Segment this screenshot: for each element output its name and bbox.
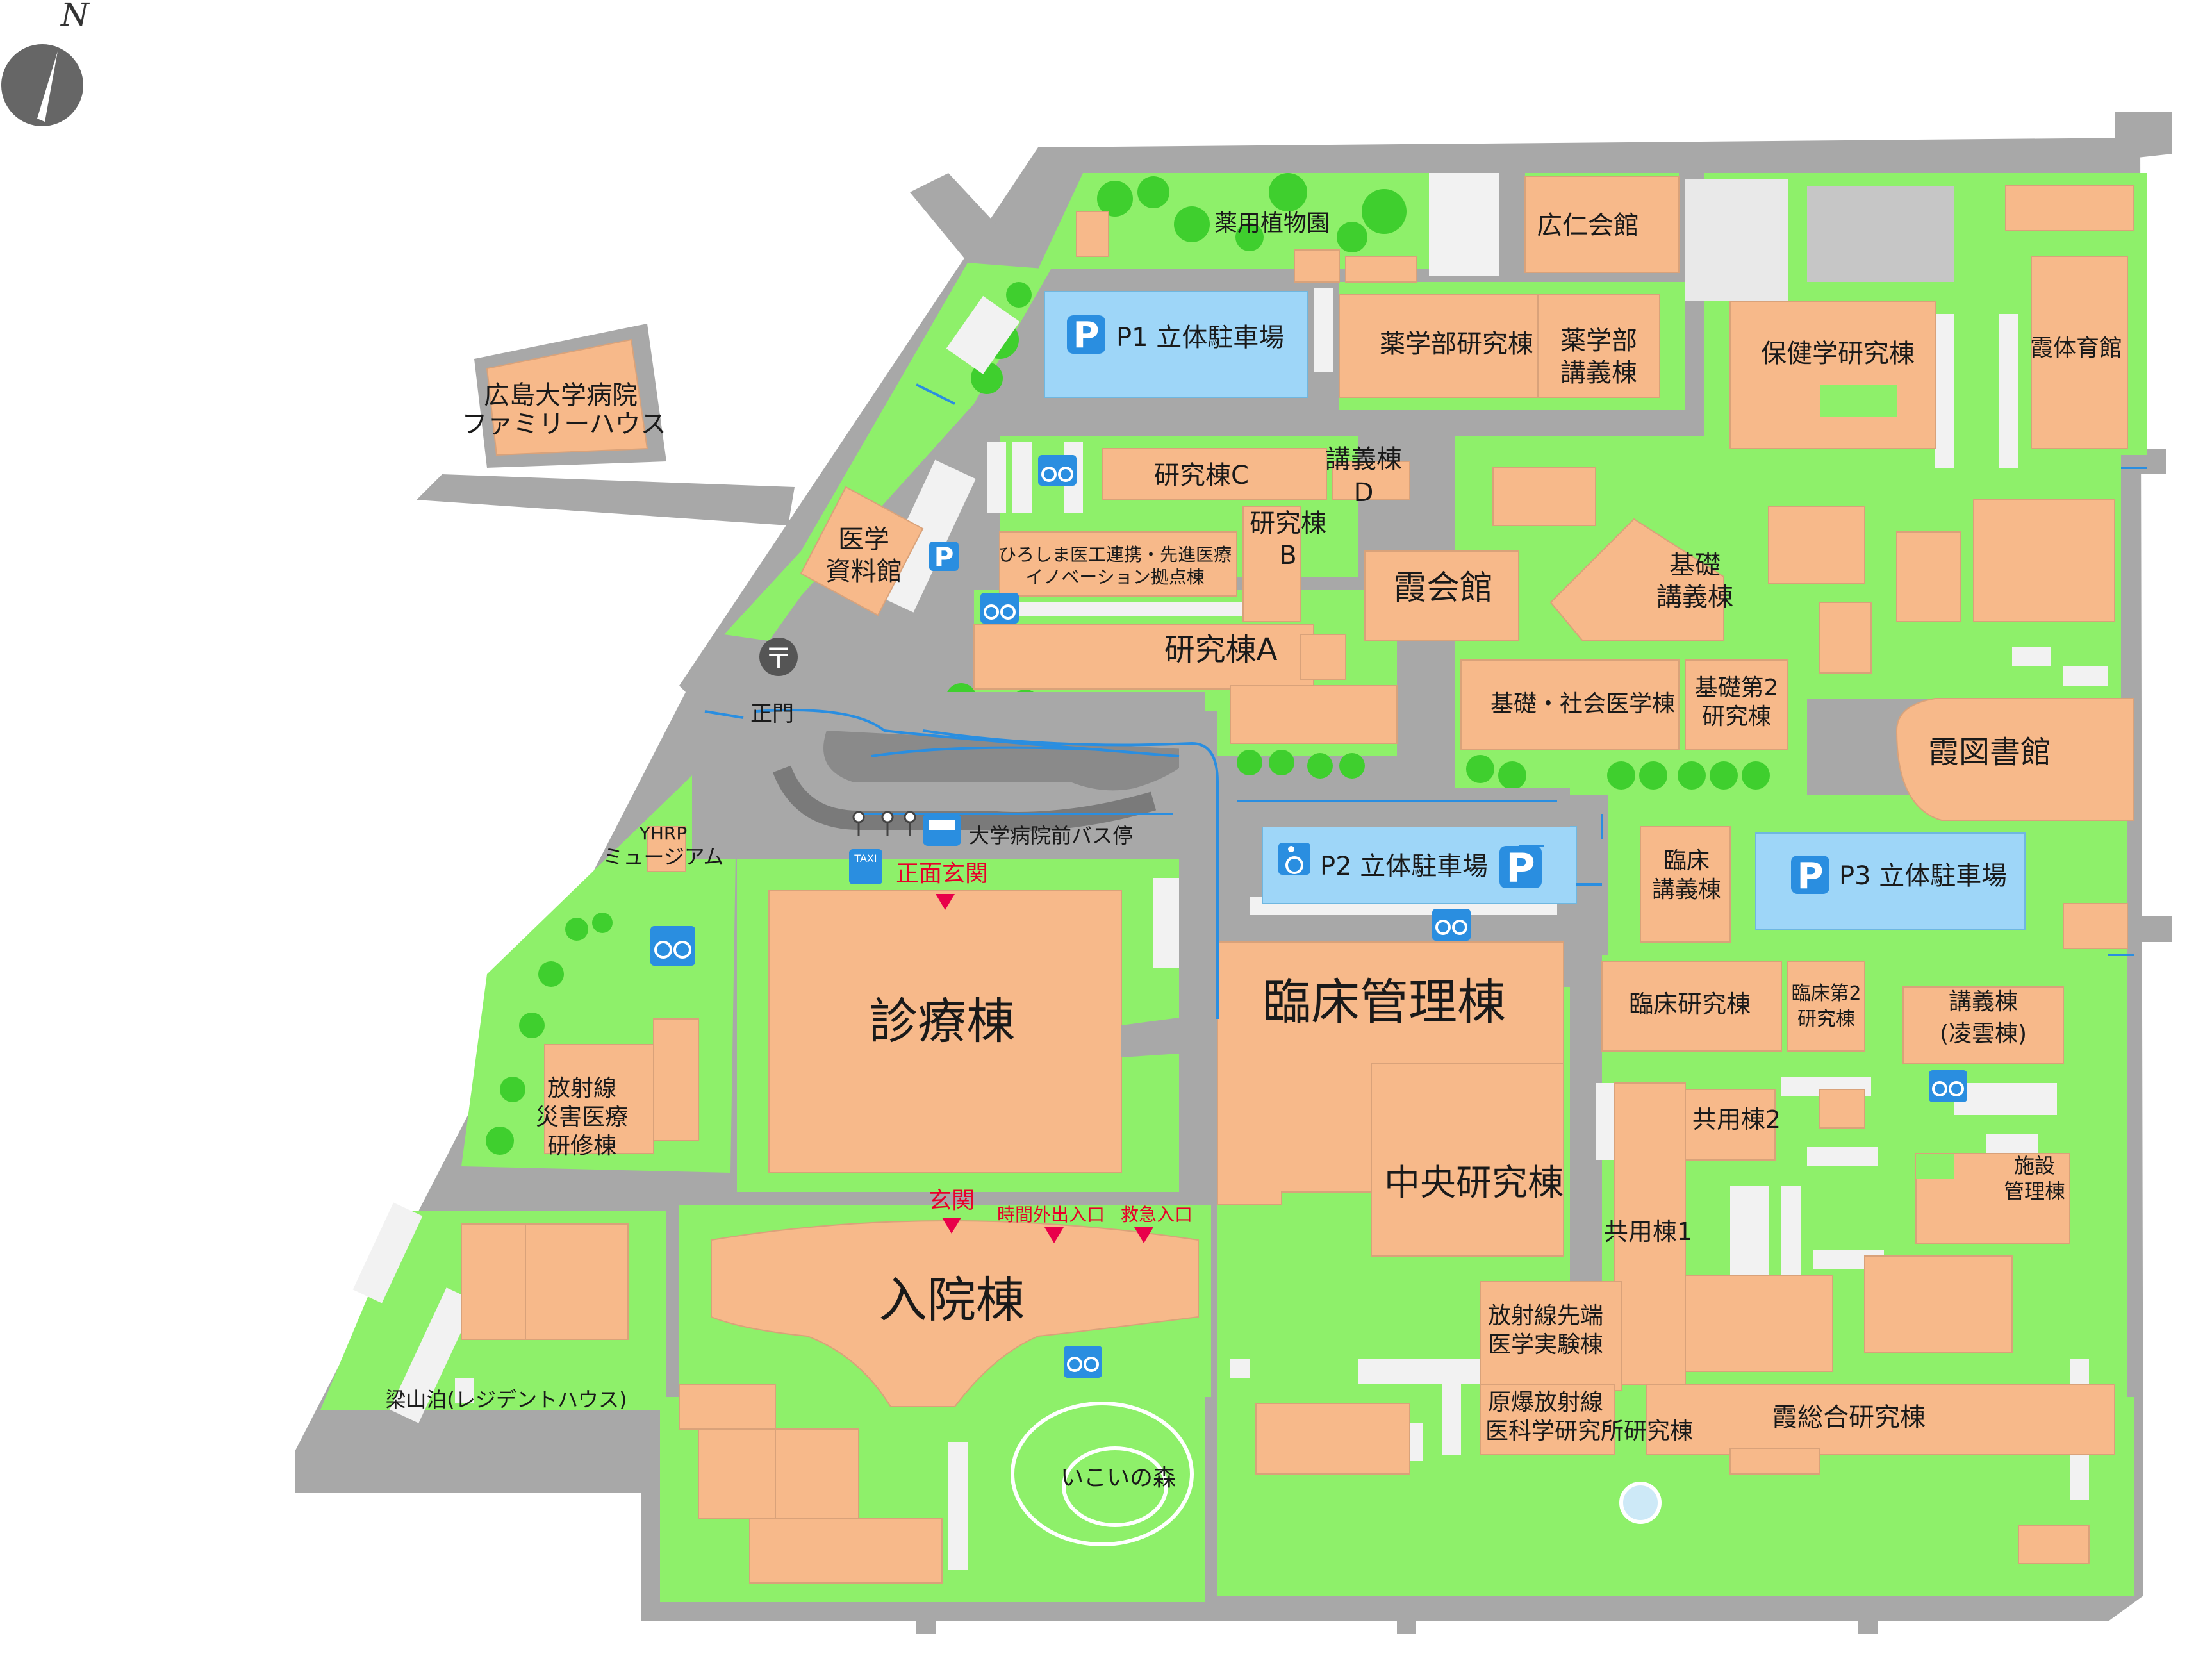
label-ryounto-2: (凌雲棟) — [1940, 1021, 2027, 1047]
svg-text:P: P — [1797, 856, 1823, 897]
label-jikangai: 時間外出入口 — [997, 1204, 1105, 1225]
bicycle-icon — [1064, 1346, 1102, 1378]
label-rinsho-ken: 臨床研究棟 — [1629, 990, 1751, 1018]
label-rinsho-kanri: 臨床管理棟 — [1262, 973, 1506, 1030]
label-igaku-2: 資料館 — [825, 557, 902, 586]
label-rinsho2-2: 研究棟 — [1797, 1008, 1855, 1030]
label-kogiD-1: 講義棟 — [1325, 445, 1402, 474]
label-kasumi-tai: 霞体育館 — [2030, 335, 2122, 361]
label-shinryo: 診療棟 — [869, 993, 1015, 1050]
ikoi-forest-paths — [1011, 1402, 1194, 1546]
label-kyoyo2: 共用棟2 — [1692, 1105, 1781, 1134]
label-yakugaku-kogi-2: 講義棟 — [1560, 358, 1637, 388]
taxi-icon: TAXI — [849, 849, 882, 884]
compass-label: N — [60, 0, 90, 33]
parking-icon: P — [1499, 845, 1542, 891]
svg-text:〒: 〒 — [764, 642, 793, 675]
label-shomen: 正面玄関 — [896, 861, 988, 887]
parking-icon: P — [929, 542, 959, 573]
label-kiso2-1: 基礎第2 — [1695, 675, 1779, 701]
label-kenC: 研究棟C — [1154, 461, 1249, 490]
label-kyoyo1: 共用棟1 — [1604, 1218, 1692, 1246]
label-hokengaku: 保健学研究棟 — [1761, 339, 1915, 368]
label-library: 霞図書館 — [1928, 734, 2051, 770]
label-nyuin: 入院棟 — [879, 1271, 1025, 1328]
label-genkan: 玄関 — [929, 1187, 975, 1214]
bicycle-icon — [1432, 909, 1471, 941]
label-genbaku-2: 医科学研究所研究棟 — [1485, 1418, 1693, 1444]
label-chuo: 中央研究棟 — [1384, 1162, 1564, 1204]
bicycle-icon — [980, 593, 1019, 624]
label-family-1: 広島大学病院 — [484, 381, 638, 410]
compass-icon: N — [1, 0, 90, 126]
parking-structures — [1044, 291, 2026, 930]
label-kasumi-sogo: 霞総合研究棟 — [1772, 1403, 1926, 1432]
svg-text:P: P — [934, 542, 954, 573]
label-igaku-1: 医学 — [838, 525, 889, 554]
label-rinsho-kogi-1: 臨床 — [1663, 848, 1710, 874]
label-yakuyo: 薬用植物園 — [1214, 210, 1330, 236]
post-office-icon: 〒 — [759, 638, 798, 676]
label-kenB-2: B — [1279, 541, 1296, 570]
buildings — [461, 176, 2134, 1584]
label-hoshasen-sentan-1: 放射線先端 — [1488, 1303, 1603, 1329]
label-rinsho-kogi-2: 講義棟 — [1652, 877, 1721, 903]
label-shisetsu-1: 施設 — [2014, 1154, 2055, 1178]
label-hoshasen-1: 放射線 — [547, 1075, 616, 1102]
label-kiso-kogi-2: 講義棟 — [1656, 583, 1733, 612]
traffic-flow-arrows — [704, 383, 2147, 1019]
label-hoshasen-sentan-2: 医学実験棟 — [1488, 1332, 1603, 1358]
label-innov-1: ひろしま医工連携・先進医療 — [998, 544, 1232, 565]
label-kogiD-2: D — [1354, 478, 1374, 508]
label-hoshasen-3: 研修棟 — [547, 1133, 616, 1159]
label-busstop: 大学病院前バス停 — [969, 823, 1133, 848]
svg-text:P: P — [1506, 845, 1535, 891]
wheelchair-icon — [1278, 843, 1310, 875]
bus-icon — [923, 814, 961, 846]
label-family-2: ファミリーハウス — [461, 409, 666, 439]
label-kiso-kogi-1: 基礎 — [1669, 550, 1721, 580]
entrance-marker-icon — [936, 894, 1153, 1243]
label-kenA: 研究棟A — [1164, 632, 1278, 668]
label-yakugaku-ken: 薬学部研究棟 — [1380, 329, 1533, 359]
label-kojinkan: 広仁会館 — [1537, 211, 1639, 240]
label-hoshasen-2: 災害医療 — [536, 1104, 628, 1130]
label-kenB-1: 研究棟 — [1250, 509, 1326, 538]
label-kyukyu: 救急入口 — [1121, 1204, 1193, 1225]
label-p2: P2 立体駐車場 — [1320, 852, 1488, 881]
label-kiso2-2: 研究棟 — [1702, 704, 1771, 730]
label-seimon: 正門 — [750, 701, 794, 727]
label-shisetsu-2: 管理棟 — [2004, 1179, 2065, 1203]
bicycle-icon — [1038, 455, 1077, 486]
label-ryounto-1: 講義棟 — [1949, 989, 2018, 1015]
bus-stop-poles — [852, 811, 916, 836]
taxi-label: TAXI — [854, 852, 877, 864]
family-house-area — [474, 324, 666, 468]
pond — [1619, 1482, 1662, 1524]
svg-text:P: P — [1073, 315, 1099, 356]
parking-icon: P — [1791, 856, 1829, 897]
label-ikoi: いこいの森 — [1061, 1465, 1176, 1491]
label-p1: P1 立体駐車場 — [1116, 323, 1284, 352]
label-yakugaku-kogi-1: 薬学部 — [1560, 326, 1637, 356]
label-ryozanpaku: 梁山泊(レジデントハウス) — [386, 1387, 627, 1412]
label-p3: P3 立体駐車場 — [1839, 861, 2007, 891]
label-yhrp-2: ミュージアム — [602, 845, 723, 869]
label-rinsho2-1: 臨床第2 — [1791, 982, 1861, 1005]
label-yhrp-1: YHRP — [639, 823, 688, 844]
bicycle-icon — [1929, 1070, 1967, 1102]
label-kiso-shakai: 基礎・社会医学棟 — [1490, 691, 1675, 717]
label-innov-2: イノベーション拠点棟 — [1025, 566, 1204, 588]
label-genbaku-1: 原爆放射線 — [1488, 1389, 1603, 1416]
bicycle-icon — [650, 926, 695, 966]
parking-icon: P — [1067, 315, 1105, 356]
label-kasumikaikan: 霞会館 — [1393, 569, 1493, 608]
labels: 薬用植物園 広仁会館 P1 立体駐車場 薬学部研究棟 薬学部 講義棟 保健学研究… — [386, 210, 2123, 1491]
